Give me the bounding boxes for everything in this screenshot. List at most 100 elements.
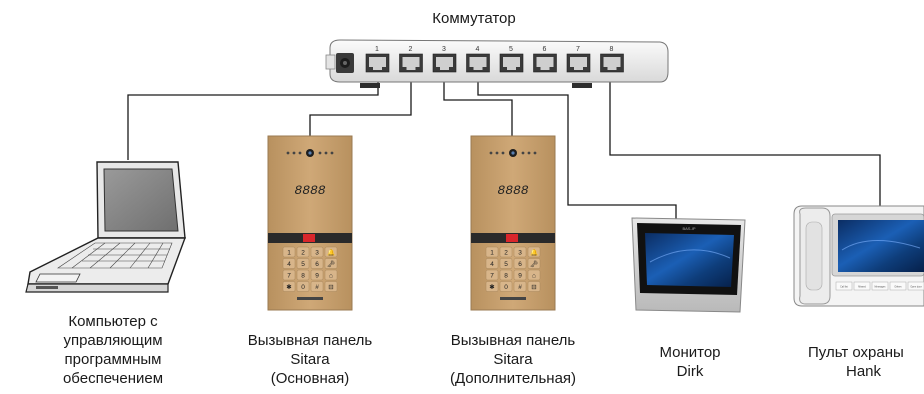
svg-text:8: 8	[301, 272, 305, 279]
port-number: 2	[409, 46, 413, 53]
ethernet-port: 8	[600, 46, 624, 73]
svg-text:#: #	[315, 284, 319, 291]
label-line: Hank	[846, 363, 882, 380]
svg-text:⊟: ⊟	[531, 284, 537, 291]
keypad-key: 2	[499, 246, 513, 258]
port-number: 5	[509, 46, 513, 53]
cable-console	[609, 78, 881, 210]
svg-text:6: 6	[518, 261, 522, 268]
keypad-key: 6	[513, 258, 527, 269]
keypad-key: ⊟	[324, 281, 338, 292]
label-line: программным	[64, 351, 162, 368]
keypad-key: ⌂	[527, 269, 541, 281]
keypad-key: ⌂	[324, 269, 338, 281]
keypad-key: 1	[282, 246, 296, 258]
label-line: управляющим	[63, 332, 163, 349]
svg-text:7: 7	[287, 272, 291, 279]
ethernet-port: 5	[499, 46, 524, 73]
svg-text:⌂: ⌂	[329, 272, 333, 279]
label-line: обеспечением	[62, 370, 164, 387]
svg-text:✱: ✱	[489, 283, 495, 291]
label-monitor: Монитор Dirk	[640, 343, 740, 381]
monitor-brand: BAS-IP	[682, 226, 695, 231]
cable-monitor	[477, 78, 677, 220]
svg-text:#: #	[518, 284, 522, 291]
svg-text:Missed: Missed	[858, 286, 866, 289]
svg-text:🗝: 🗝	[327, 260, 335, 268]
port-number: 8	[610, 46, 614, 53]
keypad-key: 0	[499, 281, 513, 292]
keypad-key: 2	[296, 246, 310, 258]
keypad-key: 🔔	[324, 246, 338, 258]
keypad-key: 🔔	[527, 246, 541, 258]
console-button: Call list	[835, 281, 853, 291]
label-line: Вызывная панель	[450, 332, 576, 349]
svg-text:2: 2	[301, 249, 305, 256]
ethernet-port: 3	[432, 46, 457, 73]
keypad-key: 9	[310, 269, 324, 281]
svg-text:8: 8	[504, 272, 508, 279]
keypad-key: #	[310, 281, 324, 292]
keypad: 1 2 3 🔔 4 5 6 🗝 7 8 9 ⌂ ✱ 0 # ⊟	[485, 246, 541, 292]
svg-text:⊟: ⊟	[328, 284, 334, 291]
keypad-key: 5	[296, 258, 310, 269]
panel-indicator-leds	[489, 151, 537, 155]
call-panel-additional: 8888 1 2 3 🔔 4 5 6 🗝 7 8 9 ⌂ ✱ 0 # ⊟	[470, 135, 556, 311]
keypad-key: 4	[485, 258, 499, 269]
panel-display: 8888	[497, 183, 528, 198]
console-button: Open door	[907, 281, 924, 291]
svg-text:🗝: 🗝	[530, 260, 538, 268]
svg-text:0: 0	[504, 284, 508, 291]
console-button: Messages	[871, 281, 889, 291]
panel-indicator-leds	[286, 151, 334, 155]
label-line: Компьютер с	[68, 313, 158, 330]
keypad-key: 3	[513, 246, 527, 258]
label-pc: Компьютер с управляющим программным обес…	[28, 312, 198, 388]
keypad-key: 7	[282, 269, 296, 281]
ethernet-port: 2	[399, 46, 423, 73]
keypad-key: ⊟	[527, 281, 541, 292]
svg-text:0: 0	[301, 284, 305, 291]
port-number: 1	[375, 46, 379, 53]
svg-text:🔔: 🔔	[530, 248, 538, 256]
label-panel-additional: Вызывная панель Sitara (Дополнительная)	[418, 331, 608, 388]
keypad-key: 7	[485, 269, 499, 281]
svg-text:9: 9	[518, 272, 522, 279]
svg-text:1: 1	[287, 249, 291, 256]
ethernet-port: 7	[566, 46, 591, 73]
svg-text:4: 4	[490, 261, 494, 268]
svg-text:2: 2	[504, 249, 508, 256]
keypad-key: 5	[499, 258, 513, 269]
svg-text:Open door: Open door	[910, 286, 922, 289]
label-line: Вызывная панель	[247, 332, 373, 349]
port-number: 7	[576, 46, 580, 53]
svg-text:9: 9	[315, 272, 319, 279]
label-line: (Основная)	[270, 370, 350, 387]
label-line: (Дополнительная)	[449, 370, 577, 387]
label-panel-main: Вызывная панель Sitara (Основная)	[220, 331, 400, 388]
svg-text:6: 6	[315, 261, 319, 268]
svg-text:5: 5	[504, 261, 508, 268]
ethernet-port: 1	[365, 46, 390, 73]
cable-panel2	[443, 78, 513, 136]
monitor-device: BAS-IP	[631, 217, 746, 313]
console-button: Others	[889, 281, 907, 291]
label-line: Dirk	[676, 363, 704, 380]
label-line: Sitara	[493, 351, 533, 368]
svg-text:5: 5	[301, 261, 305, 268]
switch-title: Коммутатор	[432, 10, 516, 27]
label-line: Монитор	[659, 344, 721, 361]
console-button: Missed	[853, 281, 871, 291]
svg-text:3: 3	[518, 249, 522, 256]
svg-text:1: 1	[490, 249, 494, 256]
svg-text:Messages: Messages	[875, 286, 887, 289]
keypad-key: 9	[513, 269, 527, 281]
svg-text:Others: Others	[894, 286, 902, 289]
svg-text:7: 7	[490, 272, 494, 279]
